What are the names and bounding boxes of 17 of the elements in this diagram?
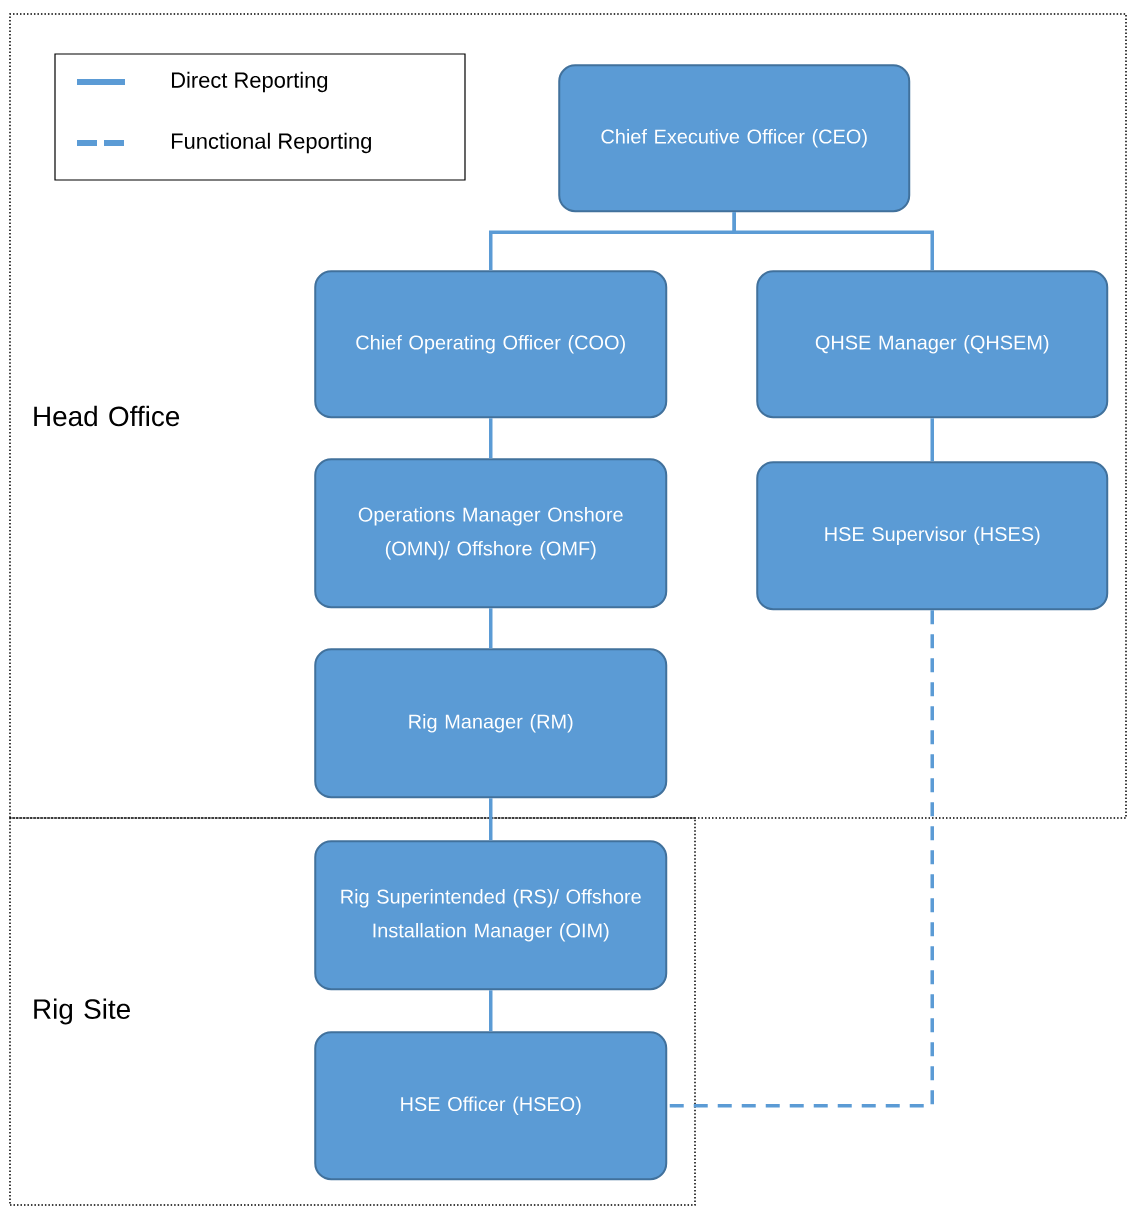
dashed-connector (667, 610, 934, 1108)
legend-text: Functional Reporting (172, 132, 371, 154)
connector-line (489, 798, 493, 841)
role-box: Rig Manager (RM) (314, 648, 668, 799)
connector-line (489, 990, 493, 1032)
role-box: HSE Officer (HSEO) (314, 1031, 668, 1181)
role-box: Chief Executive Officer (CEO) (558, 64, 911, 213)
role-box: Rig Superintended (RS)/ Offshore Installation Manager (OIM) (314, 840, 668, 991)
connector-line (489, 418, 493, 459)
role-box: Operations Manager Onshore (OMN)/ Offshore (OMF) (314, 458, 668, 609)
role-box: QHSE Manager (QHSEM) (756, 270, 1109, 419)
connector-line (732, 212, 934, 271)
connector-line (930, 418, 934, 462)
role-box: HSE Supervisor (HSES) (756, 461, 1109, 611)
legend-text: Direct Reporting (172, 71, 328, 93)
role-box: Chief Operating Officer (COO) (314, 270, 668, 419)
connector-line (489, 608, 493, 649)
